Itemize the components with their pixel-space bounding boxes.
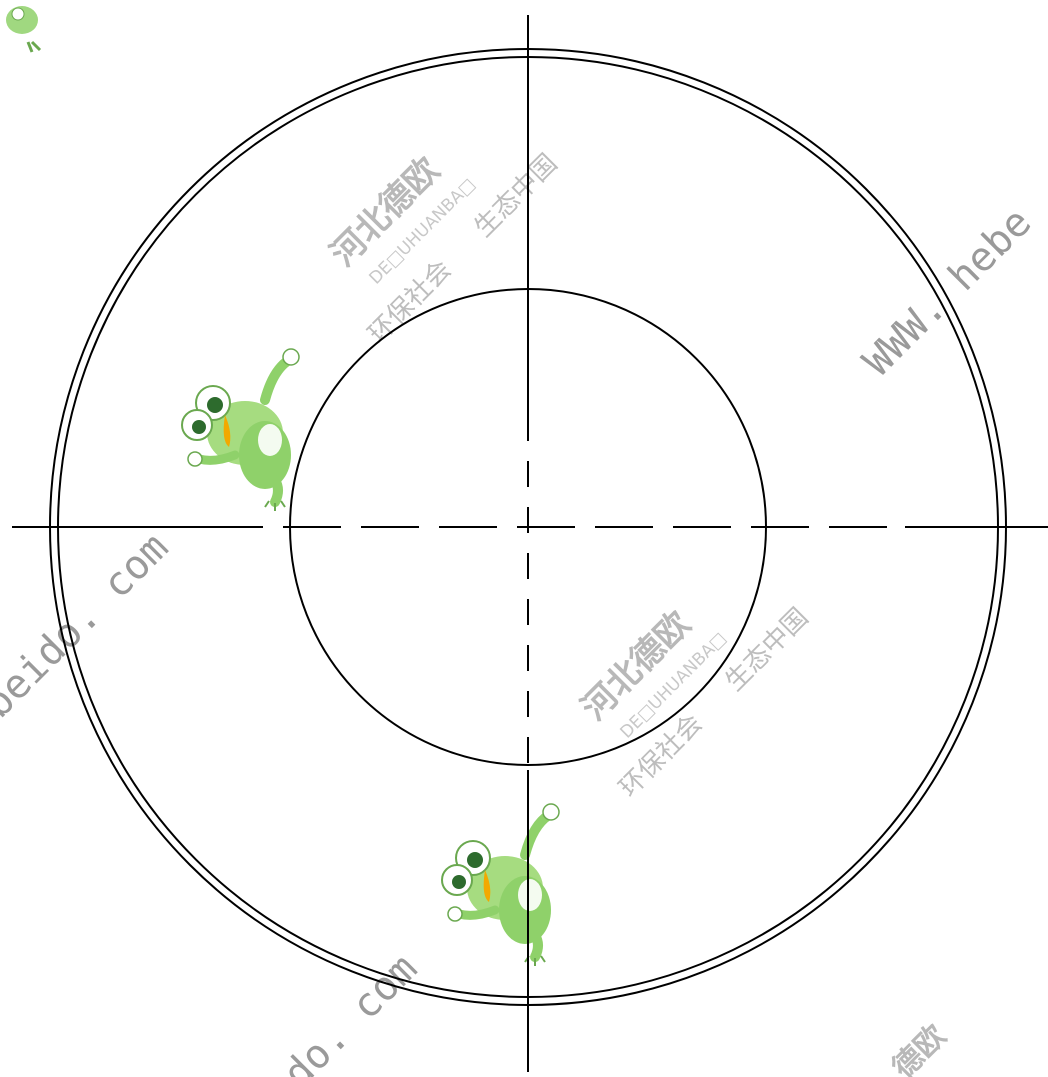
frog-mascot-icon — [441, 803, 560, 966]
watermark-block-lower: 河北德欧 DE□UHUANBA□ 环保社会 生态中国 — [574, 602, 815, 803]
watermark-layer: 河北德欧 DE□UHUANBA□ 环保社会 生态中国 河北德欧 DE□UHUAN… — [0, 6, 1040, 1077]
watermark-url-right: WWW. hebe — [855, 199, 1041, 385]
watermark-url-bottom: do. com — [275, 945, 427, 1077]
watermark-slogan-right: 生态中国 — [720, 602, 815, 697]
watermark-slogan-right: 生态中国 — [469, 148, 564, 243]
watermark-corner-company: 德欧 — [886, 1018, 953, 1077]
drawing-lines — [12, 15, 1048, 1072]
frog-mascot-icon — [181, 348, 300, 511]
watermark-block-upper: 河北德欧 DE□UHUANBA□ 环保社会 生态中国 — [323, 148, 564, 349]
frog-icon — [6, 6, 42, 53]
